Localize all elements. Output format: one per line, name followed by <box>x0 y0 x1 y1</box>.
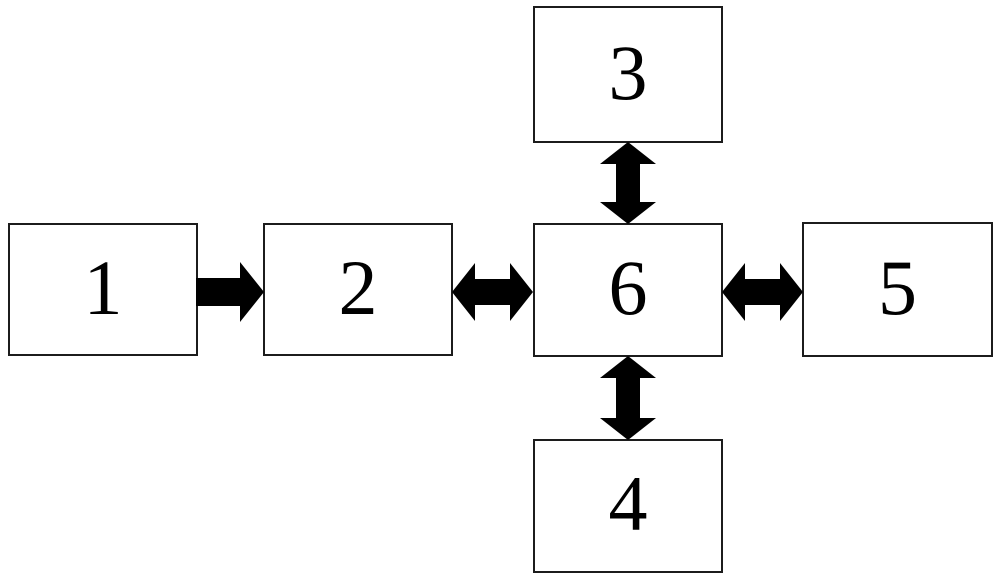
node-5-label: 5 <box>878 243 917 331</box>
arrow-2-6-bidirectional-icon <box>452 263 533 321</box>
node-3-label: 3 <box>608 28 648 116</box>
node-6: 6 <box>533 223 723 357</box>
node-2-label: 2 <box>338 243 378 331</box>
arrow-3-6-bidirectional-icon <box>600 142 656 224</box>
node-1-label: 1 <box>83 243 123 331</box>
node-1: 1 <box>8 223 198 356</box>
node-4: 4 <box>533 439 723 573</box>
node-6-label: 6 <box>608 244 648 331</box>
node-5: 5 <box>802 222 993 357</box>
arrow-6-5-bidirectional-icon <box>722 263 803 321</box>
arrow-6-4-bidirectional-icon <box>600 356 656 440</box>
node-4-label: 4 <box>608 460 648 547</box>
node-3: 3 <box>533 6 723 143</box>
node-2: 2 <box>263 223 453 356</box>
arrow-1-to-2-icon <box>196 262 264 322</box>
